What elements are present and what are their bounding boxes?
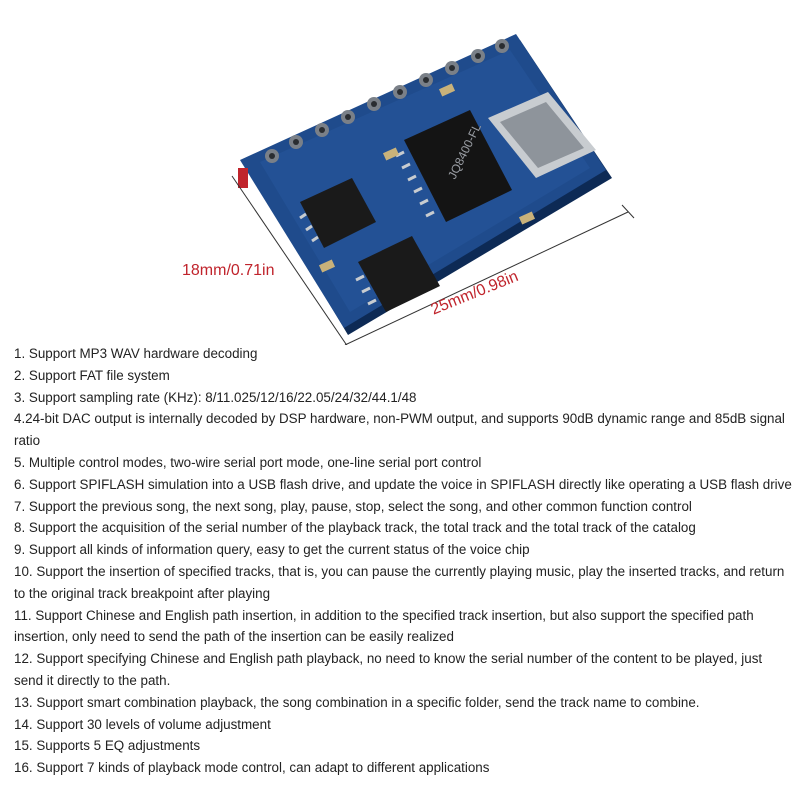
flash-chip	[355, 236, 440, 312]
feature-item: 16. Support 7 kinds of playback mode con…	[14, 760, 490, 776]
feature-item: 15. Supports 5 EQ adjustments	[14, 738, 201, 754]
feature-item: 4.24-bit DAC output is internally decode…	[14, 411, 785, 449]
feature-list: 1. Support MP3 WAV hardware decoding 2. …	[14, 343, 794, 779]
product-photo: JQ8400-FL 18mm/0.71in 25mm/0.98in	[0, 0, 800, 353]
amplifier-chip	[299, 178, 376, 248]
feature-item: 6. Support SPIFLASH simulation into a US…	[14, 476, 792, 492]
mp3-module-board-illustration: JQ8400-FL	[231, 34, 635, 353]
decoder-chip: JQ8400-FL	[395, 110, 512, 222]
feature-item: 14. Support 30 levels of volume adjustme…	[14, 716, 271, 732]
feature-item: 9. Support all kinds of information quer…	[14, 542, 530, 558]
feature-item: 8. Support the acquisition of the serial…	[14, 520, 696, 536]
feature-item: 10. Support the insertion of specified t…	[14, 563, 785, 601]
usb-connector	[488, 92, 596, 178]
feature-item: 3. Support sampling rate (KHz): 8/11.025…	[14, 389, 417, 405]
feature-item: 7. Support the previous song, the next s…	[14, 498, 692, 514]
height-dimension-label: 18mm/0.71in	[182, 262, 275, 279]
feature-item: 1. Support MP3 WAV hardware decoding	[14, 346, 258, 361]
feature-item: 2. Support FAT file system	[14, 367, 170, 383]
header-pins	[265, 39, 509, 163]
side-capacitor	[238, 168, 248, 188]
feature-item: 12. Support specifying Chinese and Engli…	[14, 651, 763, 688]
feature-item: 13. Support smart combination playback, …	[14, 694, 700, 710]
feature-item: 5. Multiple control modes, two-wire seri…	[14, 454, 482, 470]
feature-item: 11. Support Chinese and English path ins…	[14, 607, 754, 645]
